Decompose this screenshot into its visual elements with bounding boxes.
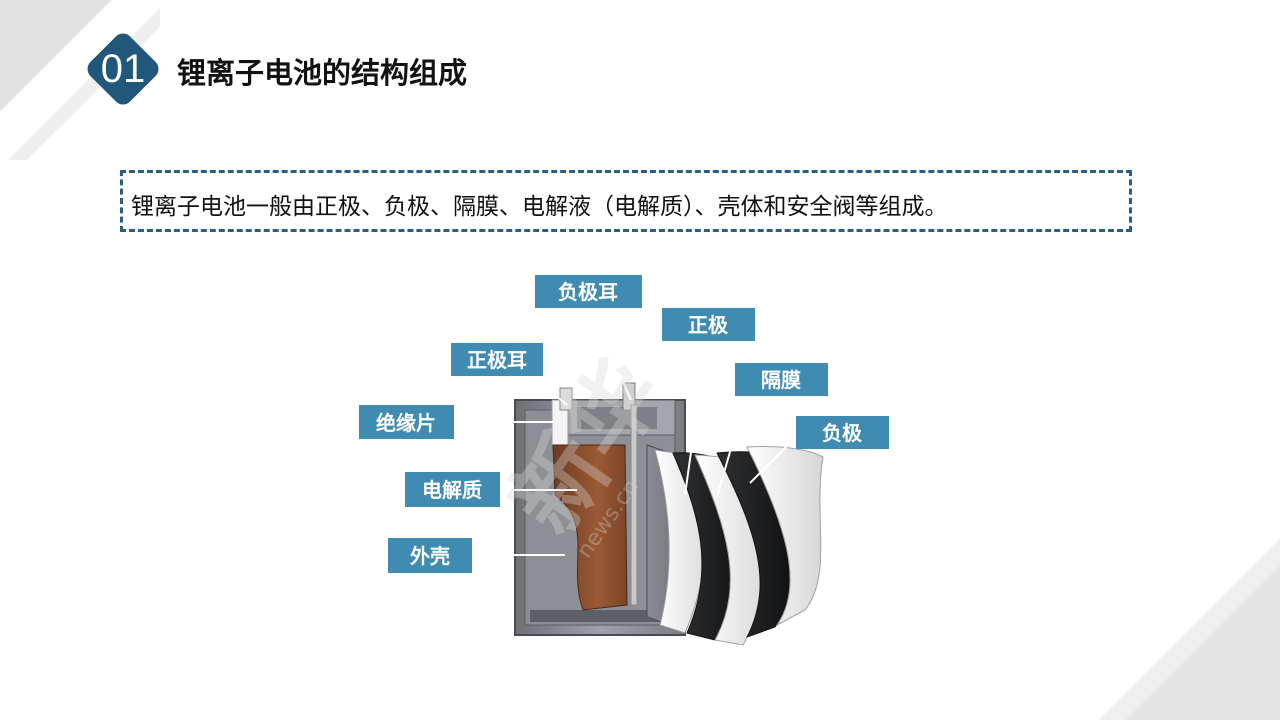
- electrolyte-fill: [552, 444, 628, 611]
- label-separator: 隔膜: [735, 363, 828, 396]
- label-negative-tab-text: 负极耳: [558, 280, 618, 304]
- label-electrolyte-text: 电解质: [422, 478, 482, 502]
- page-title: 锂离子电池的结构组成: [177, 56, 468, 90]
- corner-stripe-bottom-right: [1050, 490, 1280, 720]
- label-electrolyte: 电解质: [405, 472, 500, 507]
- label-insulator-text: 绝缘片: [376, 411, 436, 435]
- label-negative-electrode-text: 负极: [822, 421, 863, 445]
- electrode-layers: [646, 444, 824, 646]
- label-negative-tab: 负极耳: [535, 275, 642, 308]
- label-negative-electrode: 负极: [796, 416, 889, 449]
- leader-lines: [453, 302, 801, 556]
- description-box: 锂离子电池一般由正极、负极、隔膜、电解液（电解质）、壳体和安全阀等组成。: [120, 170, 1132, 232]
- label-positive-electrode-text: 正极: [688, 313, 729, 337]
- positive-tab-shape: [559, 387, 573, 411]
- label-insulator: 绝缘片: [359, 405, 454, 439]
- label-positive-tab: 正极耳: [451, 343, 543, 376]
- description-text: 锂离子电池一般由正极、负极、隔膜、电解液（电解质）、壳体和安全阀等组成。: [131, 194, 948, 220]
- label-positive-electrode: 正极: [662, 308, 755, 341]
- label-separator-text: 隔膜: [761, 368, 801, 392]
- tab-lead: [630, 404, 638, 606]
- section-number: 01: [100, 47, 146, 91]
- label-casing: 外壳: [388, 538, 472, 573]
- battery-top-lid: [554, 399, 676, 436]
- battery-structure-diagram: 负极耳 正极 正极耳 隔膜 绝缘片 负极 电解质 外壳: [359, 275, 889, 646]
- label-casing-text: 外壳: [410, 544, 450, 568]
- section-number-badge: 01: [83, 29, 163, 109]
- label-positive-tab-text: 正极耳: [467, 348, 527, 372]
